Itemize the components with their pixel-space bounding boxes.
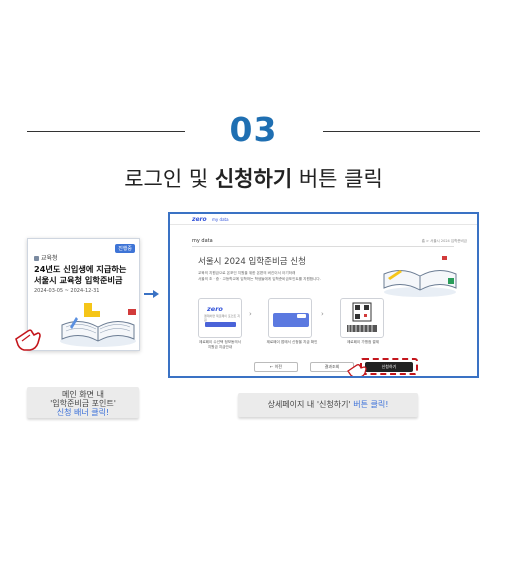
step-number: 03 [229,110,278,149]
chevron-right-icon: › [249,310,252,318]
page-description-line1: 교육의 지원금으로 온포인 지원을 위한 온편의 버킨이서 아기하래 [198,271,296,275]
step-card-3 [340,298,384,338]
book-illustration-icon [383,256,457,297]
home-banner-card[interactable]: 진행중 교육청 24년도 신입생에 지급하는 서울시 교육청 입학준비금 202… [27,238,140,351]
detail-page-mockup: zero my data my data 홈 > 서울시 2024 입학준비금 … [168,212,479,378]
apply-button[interactable]: 신청하기 [365,362,413,372]
caption-left-line3: 신청 배너 클릭! [56,408,110,417]
header-rule-right [323,131,480,132]
step-caption-2: 제로페이 앱에서 신청을 지급 확인 [266,340,318,344]
qr-code-icon [347,302,377,332]
step-title-suffix: 버튼 클릭 [292,167,383,191]
page-description-line2: 서울의 초 · 중 · 고등학교에 입학하는 학생들에게 입학준비금포인트를 지… [198,277,321,281]
caption-left: 메인 화면 내 '입학준비금 포인트' 신청 배너 클릭! [27,387,139,418]
breadcrumb: 홈 > 서울시 2024 입학준비금 [421,239,467,243]
book-illustration-icon [60,303,136,347]
caption-right-text: 상세페이지 내 '신청하기' [267,400,354,409]
status-badge: 진행중 [115,244,135,253]
zero-logo-sub: my data [212,217,229,222]
caption-right: 상세페이지 내 '신청하기' 버튼 클릭! [238,393,418,417]
hand-pointer-icon [15,329,41,351]
card-title-line1: 24년도 신입생에 지급하는 [34,264,127,274]
chevron-right-icon: › [321,310,324,318]
divider [192,246,454,247]
card-org: 교육청 [34,253,58,262]
hand-pointer-icon [347,364,367,376]
page-title: 서울시 2024 입학준비금 신청 [198,257,306,267]
zero-mini-sub: 결제하면 제로페이 포인트 지원 [204,314,240,322]
caption-left-line2: '입학준비금 포인트' [50,399,116,408]
header-rule-left [27,131,185,132]
step-caption-3: 제로페이 가맹점 결제 [346,340,380,344]
card-title-line2: 서울시 교육청 입학준비금 [34,275,123,285]
section-title: my data [192,238,213,244]
building-icon [34,256,39,261]
card-org-label: 교육청 [41,255,58,262]
arrow-right-icon [144,290,159,298]
caption-left-line1: 메인 화면 내 [62,390,104,399]
step-card-1: zero 결제하면 제로페이 포인트 지원 [198,298,242,338]
back-button[interactable]: ← 이전 [254,362,298,372]
zero-mini-button [205,322,236,327]
step-title: 로그인 및 신청하기 버튼 클릭 [0,163,507,193]
caption-right-highlight: 버튼 클릭! [353,400,389,409]
step-caption-1: 제로페이 수선택 정보동의서 지원금 지급안내 [199,340,241,349]
step-title-bold: 신청하기 [214,167,293,191]
step-title-prefix: 로그인 및 [124,167,215,191]
zero-mini-logo: zero [207,305,223,313]
apply-button-highlight [360,358,418,375]
browser-topbar [170,214,477,225]
app-screen-tag [297,314,306,318]
step-card-2 [268,298,312,338]
card-dates: 2024-03-05 ~ 2024-12-31 [34,288,100,294]
zero-logo: zero [192,216,207,223]
